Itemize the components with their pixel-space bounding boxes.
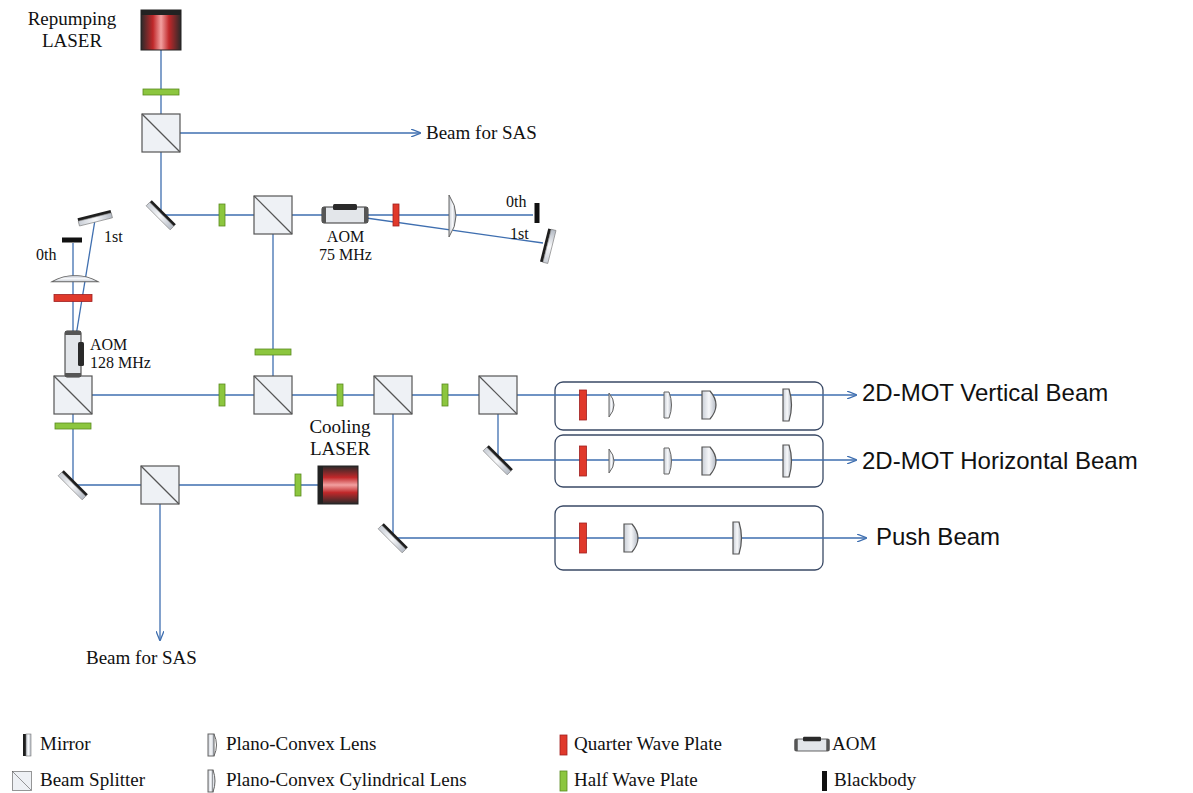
repump-laser (141, 10, 181, 50)
legend-label: Beam Splitter (40, 769, 145, 791)
mirror (378, 523, 408, 553)
beam-splitter (254, 196, 292, 234)
half-wave-plate (143, 89, 179, 95)
half-wave-plate (337, 384, 343, 406)
blackbody (535, 203, 540, 223)
component-label: 0th (506, 193, 526, 211)
legend-symbols (13, 734, 830, 792)
quarter-wave-plate (580, 390, 587, 420)
beam-splitter (479, 376, 517, 414)
component-label: 2D-MOT Horizontal Beam (862, 447, 1138, 475)
half-wave-plate (219, 384, 225, 406)
beam-splitter (374, 376, 412, 414)
laser-beams (73, 50, 866, 640)
legend-label: AOM (832, 733, 876, 755)
aom (322, 204, 368, 223)
half-wave-plate (295, 474, 301, 496)
legend-label: Half Wave Plate (574, 769, 698, 791)
quarter-wave-plate (580, 523, 587, 553)
beam-splitter (141, 466, 179, 504)
component-label: 1st (510, 225, 529, 243)
horizontal-beam-optics (609, 445, 792, 477)
half-wave-plate (255, 349, 291, 355)
component-label: Repumping LASER (18, 8, 126, 52)
half-wave-plate (219, 204, 225, 226)
plano-convex-lens (52, 275, 98, 281)
aom (65, 331, 84, 377)
component-label: 2D-MOT Vertical Beam (862, 379, 1108, 407)
quarter-wave-plate (580, 446, 587, 476)
legend-label: Blackbody (834, 769, 916, 791)
legend-label: Plano-Convex Lens (226, 733, 376, 755)
push-beam-optics (624, 522, 742, 554)
component-label: AOM 75 MHz (318, 228, 373, 265)
legend-label: Quarter Wave Plate (574, 733, 722, 755)
mirror (146, 200, 176, 230)
beam-splitter (54, 376, 92, 414)
legend-label: Plano-Convex Cylindrical Lens (226, 769, 467, 791)
component-label: Beam for SAS (86, 647, 197, 669)
component-label: Beam for SAS (426, 122, 537, 144)
mirror (483, 445, 513, 475)
component-label: 0th (36, 246, 56, 264)
component-label: Cooling LASER (300, 416, 380, 460)
component-label: AOM 128 MHz (90, 336, 153, 373)
lens-group-box (555, 382, 823, 430)
beam-splitter (142, 114, 180, 152)
beam-splitter (254, 376, 292, 414)
mirror (78, 210, 113, 226)
half-wave-plate (442, 384, 448, 406)
blackbody (62, 238, 82, 243)
plano-convex-lens (449, 195, 456, 237)
quarter-wave-plate (54, 295, 92, 302)
vertical-beam-optics (609, 389, 792, 421)
mirror (58, 470, 88, 500)
lens-group-box (555, 435, 823, 487)
half-wave-plate (55, 423, 91, 429)
mirror (540, 229, 556, 264)
component-label: 1st (104, 228, 123, 246)
quarter-wave-plate (393, 204, 399, 226)
cooling-laser (318, 466, 358, 504)
legend-label: Mirror (40, 733, 91, 755)
component-label: Push Beam (876, 523, 1000, 551)
